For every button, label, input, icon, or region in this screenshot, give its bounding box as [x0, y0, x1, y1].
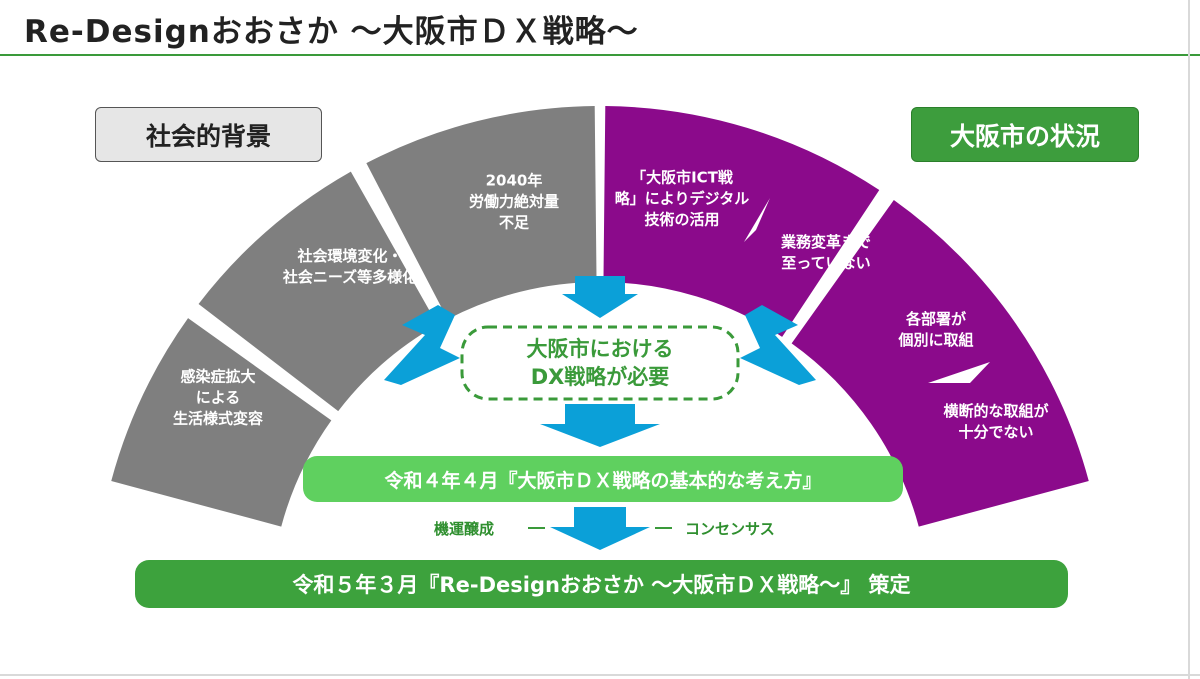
slide-border-right [1188, 0, 1190, 679]
momentum-label: 機運醸成 [434, 520, 495, 538]
segment-line: 生活様式変容 [172, 409, 264, 428]
segment-line: 横断的な取組が [943, 402, 1049, 420]
segment-text-individual-efforts: 各部署が 個別に取組 [898, 309, 973, 351]
center-line-1: 大阪市における [526, 337, 674, 361]
title-underline [0, 54, 1200, 56]
segment-text-ict-strategy: 「大阪市ICT戦 略」によりデジタル 技術の活用 [615, 168, 749, 231]
step-strategy-established: 令和５年３月『Re-Designおおさか ～大阪市ＤＸ戦略～』 策定 [135, 560, 1068, 608]
segment-text-social-change: 社会環境変化・ 社会ニーズ等多様化 [283, 246, 417, 288]
arrow-lightning-left-icon [384, 305, 460, 385]
center-line-2: DX戦略が必要 [530, 365, 670, 389]
arrow-down-middle-icon [540, 404, 660, 447]
arrow-down-top-icon [562, 276, 638, 318]
segment-text-cross-cutting: 横断的な取組が 十分でない [943, 401, 1048, 443]
segment-line: 「大阪市ICT戦 [631, 168, 733, 187]
osaka-status-label: 大阪市の状況 [911, 107, 1139, 162]
arch-segment-right-1 [603, 106, 880, 337]
social-background-label: 社会的背景 [95, 107, 322, 162]
segment-line: 至っていない [781, 254, 871, 272]
segment-text-pandemic: 感染症拡大 による 生活様式変容 [173, 367, 263, 430]
segment-line: 社会ニーズ等多様化 [282, 268, 418, 286]
pointer-triangle-2-icon [928, 362, 990, 383]
segment-line: 感染症拡大 [180, 367, 256, 386]
arrow-lightning-right-icon [740, 305, 816, 385]
segment-line: 2040年 [485, 171, 543, 190]
slide-border-bottom [0, 674, 1200, 676]
arrow-down-bottom-icon [550, 507, 650, 550]
segment-line: 業務変革まで [780, 233, 872, 251]
segment-text-labor-2040: 2040年 労働力絶対量 不足 [469, 171, 559, 234]
segment-text-not-reformed: 業務変革まで 至っていない [781, 232, 871, 274]
segment-line: 個別に取組 [898, 331, 974, 349]
segment-line: 社会環境変化・ [297, 247, 403, 265]
segment-line: 略」によりデジタル [614, 189, 750, 208]
arch-segment-right-2 [791, 200, 1089, 527]
segment-line: 技術の活用 [644, 210, 720, 229]
segment-line: による [195, 388, 241, 407]
arch-segment-left-1 [111, 318, 332, 527]
segment-line: 不足 [498, 213, 530, 232]
consensus-label: コンセンサス [685, 520, 775, 538]
pointer-triangle-1-icon [744, 198, 770, 242]
arch-segment-left-2 [198, 171, 438, 412]
segment-line: 十分でない [958, 423, 1034, 441]
arch-segment-left-3 [366, 106, 597, 320]
dx-strategy-needed: 大阪市における DX戦略が必要 [465, 328, 735, 398]
segment-line: 労働力絶対量 [468, 192, 560, 211]
slide-title: Re-Designおおさか ～大阪市ＤＸ戦略～ [24, 14, 639, 50]
need-dashed-box [460, 325, 740, 401]
segment-line: 各部署が [905, 310, 967, 328]
step-basic-approach: 令和４年４月『大阪市ＤＸ戦略の基本的な考え方』 [303, 456, 903, 502]
